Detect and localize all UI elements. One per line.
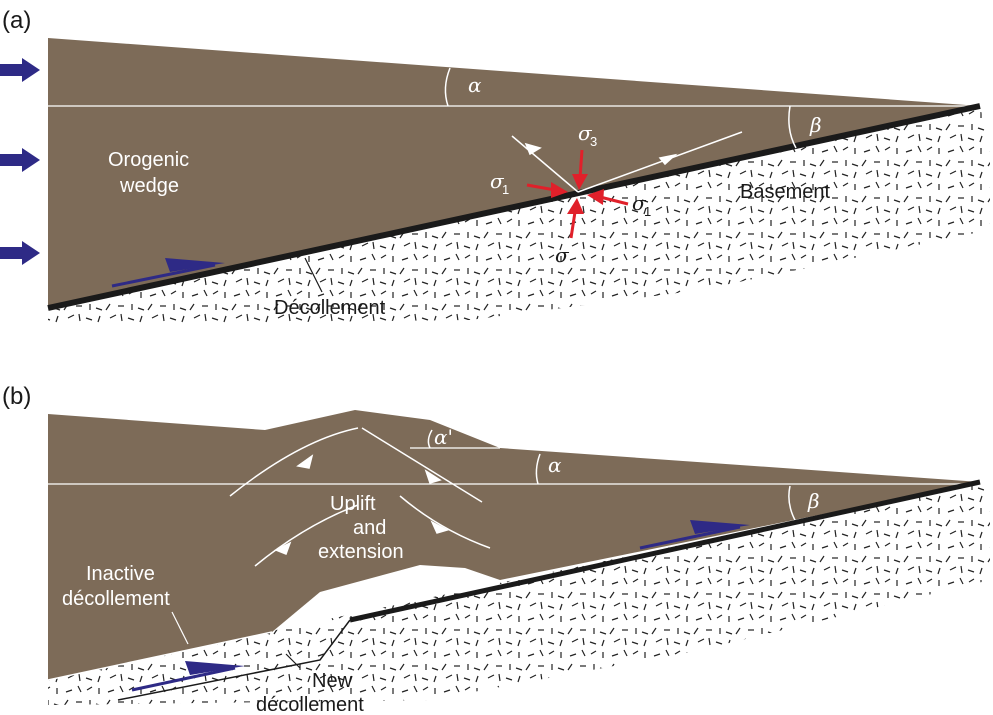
sigma3-label: σ [578, 121, 593, 145]
decollement-label-a: Décollement [274, 297, 386, 319]
beta-label-a: β [809, 113, 822, 137]
uplift-label-3: extension [318, 541, 404, 563]
uplift-label-2: and [353, 517, 386, 539]
sigma3-sub: 3 [590, 134, 597, 149]
decollement-leader-a [304, 257, 323, 293]
sigma1-label-left: σ [490, 169, 505, 193]
inactive-decollement-line [47, 631, 273, 681]
basement-a [48, 108, 990, 325]
sigma1-sub-right: 1 [644, 204, 651, 219]
stress-arrows-a [526, 149, 629, 239]
orogenic-wedge-b [48, 410, 980, 680]
slip-arrow-b-lower [131, 661, 245, 692]
new-label-2: décollement [256, 694, 364, 715]
alpha-label-b: α [548, 453, 562, 477]
slip-arrow-b-upper [639, 520, 750, 550]
decollement-line-a [47, 103, 981, 311]
basement-label: Basement [740, 181, 830, 203]
inactive-leader [171, 611, 189, 645]
new-decollement-line [349, 479, 981, 623]
orogenic-label-1: Orogenic [108, 149, 189, 171]
inactive-label-2: décollement [62, 588, 170, 610]
alpha-arc-a [444, 67, 451, 107]
new-leader [285, 653, 301, 669]
new-decollement-ramp [117, 619, 351, 701]
push-arrow-icon [0, 58, 40, 82]
alpha-label-a: α [468, 73, 482, 97]
sigma1-sub-left: 1 [502, 182, 509, 197]
panel-b-tag: (b) [2, 383, 31, 410]
new-label-1: New [312, 670, 353, 692]
alpha-prime-arc [427, 429, 433, 449]
alpha-arc-b [535, 453, 541, 485]
push-arrows-a [0, 58, 40, 265]
panel-a-tag: (a) [2, 7, 31, 34]
slip-arrow-a [111, 258, 225, 288]
push-arrow-icon [0, 148, 40, 172]
orogenic-label-2: wedge [119, 175, 179, 197]
beta-arc-a [788, 105, 797, 149]
conjugate-shears-a [511, 131, 743, 193]
beta-arc-b [788, 485, 797, 523]
sigma1-label-right: σ [632, 191, 647, 215]
beta-label-b: β [807, 489, 820, 513]
uplift-label-1: Uplift [330, 493, 376, 515]
basement-b [48, 482, 990, 705]
normal-faults-b [229, 427, 491, 567]
alpha-prime-label: α' [434, 425, 453, 449]
push-arrow-icon [0, 241, 40, 265]
sigma3-label-bottom: σ [555, 243, 570, 267]
inactive-label-1: Inactive [86, 563, 155, 585]
